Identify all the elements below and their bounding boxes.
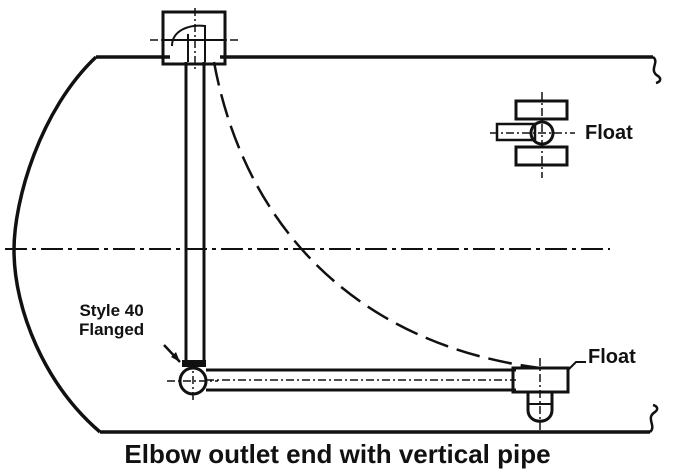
top-elbow-fitting: [150, 8, 238, 70]
flange-plate: [182, 360, 206, 367]
top-elbow-curve: [171, 24, 206, 62]
horizontal-pipe: [206, 368, 516, 392]
lower-float-leader: [567, 361, 586, 371]
style-label-line2: Flanged: [79, 319, 145, 339]
bottom-break-mark: [649, 403, 659, 433]
lower-float-label: Float: [588, 346, 636, 368]
bottom-elbow-flange: [167, 360, 218, 402]
top-break-mark: [652, 55, 662, 85]
style-label-arrowhead: [171, 352, 180, 362]
style-label: Style 40 Flanged: [79, 301, 145, 339]
upper-float-arm: [495, 122, 537, 142]
upper-float: [490, 92, 575, 178]
top-fitting-housing: [161, 10, 227, 66]
tank-shell: [12, 55, 662, 434]
float-swing-arc: [212, 61, 541, 370]
tank-end-cap: [12, 55, 102, 434]
diagram-caption: Elbow outlet end with vertical pipe: [124, 439, 551, 469]
lower-float: [511, 358, 570, 430]
upper-float-label: Float: [585, 122, 633, 144]
lower-float-ball: [526, 392, 554, 423]
style-label-line1: Style 40: [79, 301, 144, 320]
vertical-pipe: [184, 62, 206, 362]
